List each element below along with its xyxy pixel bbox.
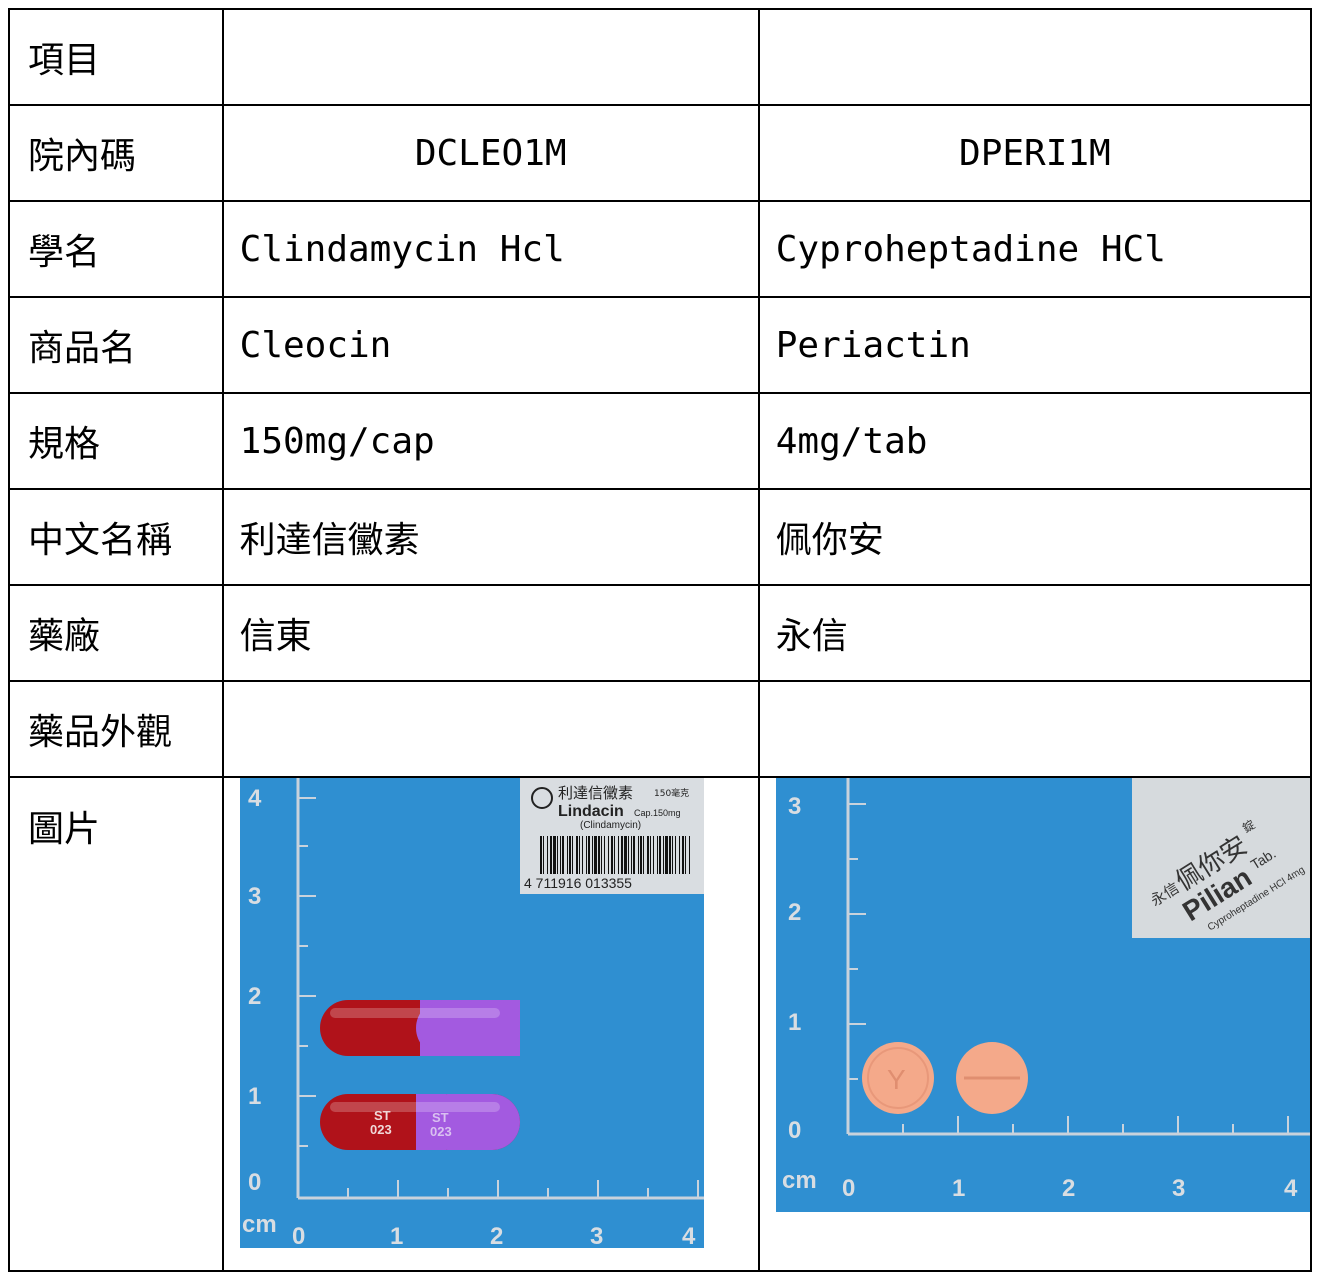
table-row: 中文名稱 利達信黴素 佩你安	[8, 488, 1313, 586]
package-text: Cap.150mg	[634, 808, 681, 818]
row-label: 藥廠	[8, 584, 224, 682]
ruler-x-tick-label: 4	[1284, 1175, 1298, 1202]
package-label: 永信 佩你安 錠 Pilian Tab. Cyproheptadine HCl …	[1131, 779, 1309, 938]
ruler-y-tick-label: 1	[788, 1009, 801, 1036]
drug-a-photo-cell: 4 3 2 1 0 cm 0 1 2 3 4	[221, 776, 760, 1272]
ruler-y-tick-label: 0	[248, 1169, 261, 1196]
table-row-photo: 圖片	[8, 776, 1313, 1272]
ruler-x-tick-label: 4	[682, 1223, 696, 1248]
table-row: 學名 Clindamycin Hcl Cyproheptadine HCl	[8, 200, 1313, 298]
ruler-lines	[296, 779, 704, 1200]
drug-a-value: Cleocin	[221, 296, 760, 394]
ruler-x-tick-label: 1	[952, 1175, 965, 1202]
row-label: 商品名	[8, 296, 224, 394]
ruler-unit-label: cm	[782, 1167, 817, 1194]
capsule-imprint: ST	[374, 1108, 391, 1123]
table-row: 規格 150mg/cap 4mg/tab	[8, 392, 1313, 490]
package-label: 利達信黴素 150毫克 Lindacin Cap.150mg (Clindamy…	[519, 779, 704, 894]
drug-b-value: Periactin	[757, 296, 1313, 394]
drug-comparison-table: 項目 院內碼 DCLEO1M DPERI1M 學名 Clindamycin Hc…	[8, 8, 1313, 1272]
ruler-ticks	[297, 797, 699, 1198]
row-label: 圖片	[8, 776, 224, 1272]
drug-a-value: DCLEO1M	[221, 104, 760, 202]
package-text: Lindacin	[558, 803, 624, 820]
ruler-y-tick-label: 0	[788, 1117, 801, 1144]
capsule-imprint: 023	[370, 1122, 392, 1137]
row-label: 藥品外觀	[8, 680, 224, 778]
drug-a-value	[221, 680, 760, 778]
capsule: ST 023 ST 023	[319, 1094, 520, 1150]
package-text: 150毫克	[654, 787, 689, 799]
ruler-x-tick-label: 3	[1172, 1175, 1185, 1202]
tablet	[955, 1042, 1028, 1114]
package-text: 利達信黴素	[558, 784, 633, 802]
table-row: 項目	[8, 8, 1313, 106]
drug-b-value: DPERI1M	[757, 104, 1313, 202]
barcode-number: 4 711916 013355	[524, 875, 632, 891]
row-label: 規格	[8, 392, 224, 490]
ruler-x-tick-label: 2	[1062, 1175, 1075, 1202]
row-label: 院內碼	[8, 104, 224, 202]
table-row: 藥廠 信東 永信	[8, 584, 1313, 682]
ruler-x-tick-label: 0	[292, 1223, 305, 1248]
ruler-y-tick-label: 4	[248, 785, 262, 812]
table-row: 商品名 Cleocin Periactin	[8, 296, 1313, 394]
drug-a-photo: 4 3 2 1 0 cm 0 1 2 3 4	[239, 779, 704, 1248]
tablet: Y	[861, 1042, 934, 1114]
drug-a-value: Clindamycin Hcl	[221, 200, 760, 298]
drug-b-value: 永信	[757, 584, 1313, 682]
drug-a-value: 利達信黴素	[221, 488, 760, 586]
capsule	[319, 1000, 520, 1056]
drug-b-value	[757, 8, 1313, 106]
ruler-x-tick-label: 2	[490, 1223, 503, 1248]
ruler-ticks	[847, 803, 1289, 1134]
drug-a-value: 信東	[221, 584, 760, 682]
drug-a-value: 150mg/cap	[221, 392, 760, 490]
row-label: 項目	[8, 8, 224, 106]
capsule-imprint: 023	[430, 1124, 452, 1139]
table-row: 藥品外觀	[8, 680, 1313, 778]
capsule-imprint: ST	[432, 1110, 449, 1125]
drug-b-value	[757, 680, 1313, 778]
ruler-y-tick-label: 2	[788, 899, 801, 926]
drug-b-value: 佩你安	[757, 488, 1313, 586]
ruler-y-tick-label: 3	[248, 883, 261, 910]
drug-b-value: 4mg/tab	[757, 392, 1313, 490]
ruler-x-tick-label: 1	[390, 1223, 403, 1248]
package-text: (Clindamycin)	[580, 820, 641, 831]
drug-b-photo-cell: 3 2 1 0 cm 0 1 2 3 4 永信	[757, 776, 1313, 1272]
ruler-y-tick-label: 1	[248, 1083, 261, 1110]
ruler-y-tick-label: 3	[788, 793, 801, 820]
barcode-bars	[539, 836, 690, 874]
drug-a-value	[221, 8, 760, 106]
ruler-y-tick-label: 2	[248, 983, 261, 1010]
drug-b-photo: 3 2 1 0 cm 0 1 2 3 4 永信	[775, 779, 1309, 1212]
row-label: 學名	[8, 200, 224, 298]
row-label: 中文名稱	[8, 488, 224, 586]
ruler-x-tick-label: 0	[842, 1175, 855, 1202]
ruler-unit-label: cm	[242, 1211, 277, 1238]
tablet-imprint: Y	[887, 1064, 906, 1095]
drug-b-value: Cyproheptadine HCl	[757, 200, 1313, 298]
table-row: 院內碼 DCLEO1M DPERI1M	[8, 104, 1313, 202]
ruler-x-tick-label: 3	[590, 1223, 603, 1248]
